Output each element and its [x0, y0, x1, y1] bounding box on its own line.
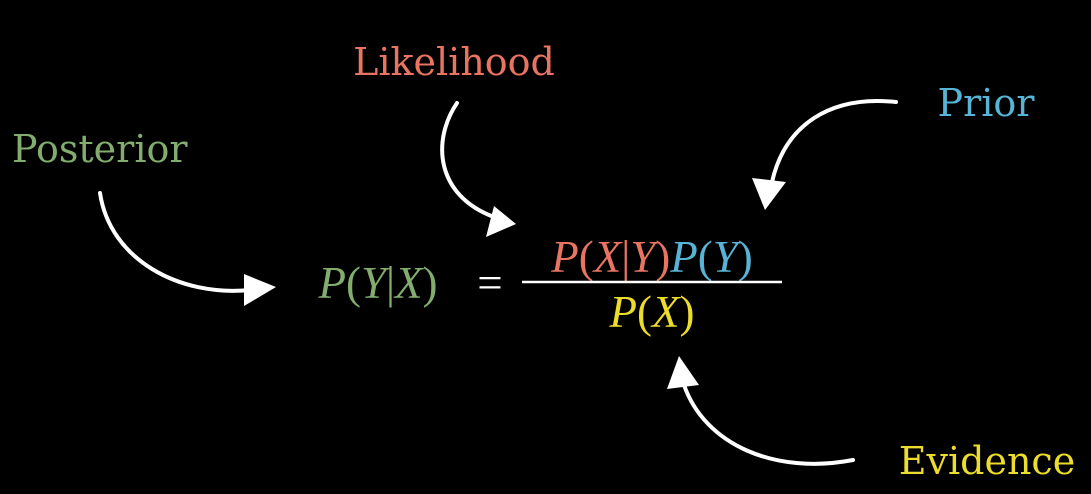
likelihood-p: P	[550, 232, 579, 282]
evidence-term: P(X)	[609, 287, 695, 337]
posterior-term: P(Y|X)	[317, 258, 437, 308]
equals-sign: =	[477, 258, 502, 308]
posterior-y: Y	[361, 258, 391, 308]
posterior-arrow-head	[244, 274, 276, 306]
prior-arrow-head	[752, 178, 786, 210]
prior-term: P(Y)	[669, 232, 753, 282]
numerator: P(X|Y)P(Y)	[550, 232, 753, 282]
likelihood-arrow-head	[486, 206, 516, 237]
prior-arrow	[752, 99, 898, 210]
prior-open-paren: (	[698, 232, 713, 282]
posterior-open-paren: (	[346, 258, 361, 308]
evidence-x: X	[650, 287, 681, 337]
posterior-p: P	[317, 258, 346, 308]
prior-close-paren: )	[738, 232, 753, 282]
evidence-arrow-shaft	[682, 383, 855, 466]
prior-label: Prior	[938, 81, 1036, 125]
prior-arrow-shaft	[770, 99, 898, 184]
posterior-arrow	[98, 191, 276, 306]
likelihood-x: X	[592, 232, 623, 282]
posterior-arrow-shaft	[98, 191, 252, 293]
prior-y: Y	[713, 232, 743, 282]
evidence-close-paren: )	[680, 287, 695, 337]
posterior-bar: |	[386, 258, 395, 308]
posterior-x: X	[393, 258, 424, 308]
likelihood-open-paren: (	[579, 232, 594, 282]
evidence-label: Evidence	[899, 439, 1075, 483]
posterior-close-paren: )	[423, 258, 438, 308]
likelihood-arrow-shaft	[440, 101, 496, 219]
evidence-p: P	[609, 287, 638, 337]
prior-p: P	[669, 232, 698, 282]
evidence-arrow-head	[667, 356, 699, 389]
likelihood-term: P(X|Y)	[550, 232, 670, 282]
posterior-label: Posterior	[12, 127, 188, 171]
evidence-arrow	[667, 356, 855, 466]
likelihood-arrow	[440, 101, 516, 237]
evidence-open-paren: (	[637, 287, 652, 337]
likelihood-label: Likelihood	[353, 40, 555, 84]
likelihood-bar: |	[621, 232, 630, 282]
likelihood-y: Y	[630, 232, 660, 282]
likelihood-close-paren: )	[655, 232, 670, 282]
